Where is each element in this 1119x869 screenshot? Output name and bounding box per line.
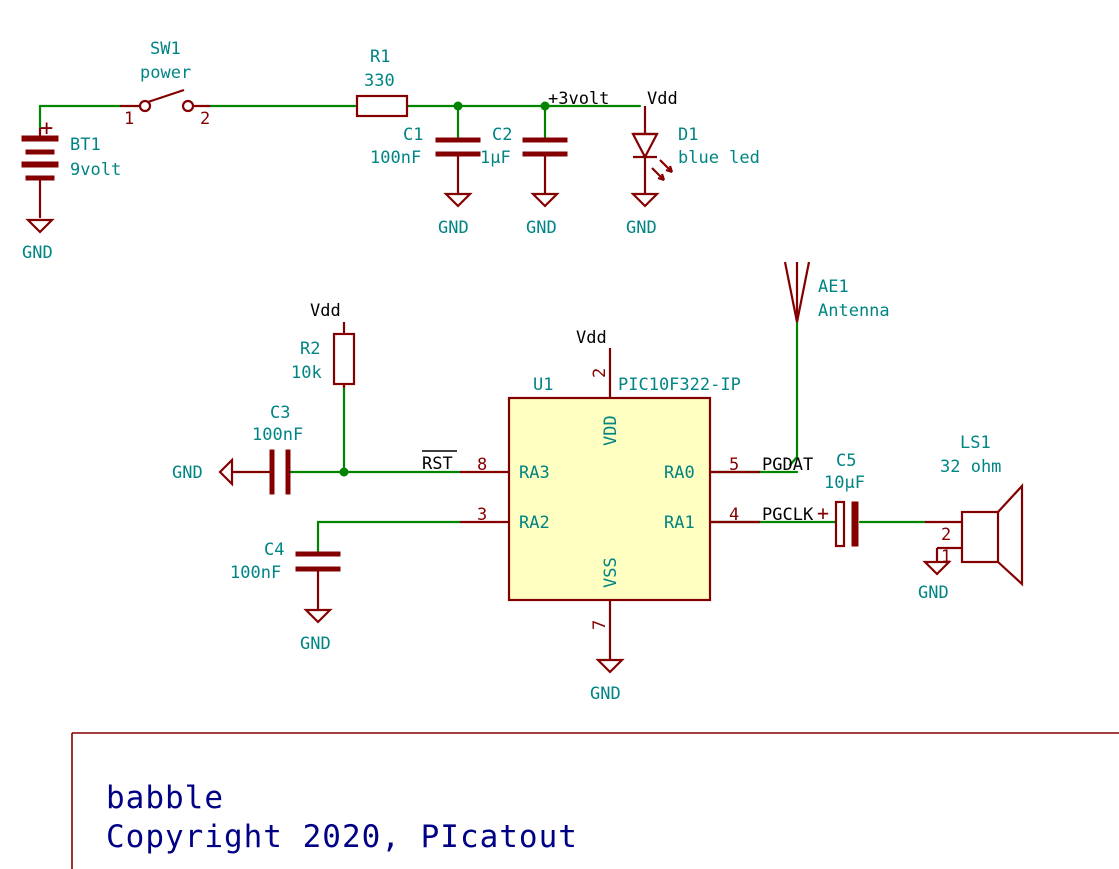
led-d1: D1 blue led [631, 106, 760, 194]
u1-pin-vdd-num: 2 [590, 368, 610, 378]
gnd-symbol-bt1: GND [22, 218, 55, 263]
c3-value: 100nF [252, 425, 303, 445]
ls1-ref: LS1 [960, 433, 991, 453]
net-label-pgclk: PGCLK [762, 505, 814, 525]
u1-pin-ra2-name: RA2 [519, 513, 550, 533]
c5-ref: C5 [836, 451, 856, 471]
wire-antenna-pgdat [788, 320, 799, 467]
gnd-label-u1: GND [590, 684, 621, 704]
net-label-vdd-r2: Vdd [310, 301, 341, 321]
copyright-text: Copyright 2020, PIcatout [106, 819, 578, 855]
battery-plate-3 [21, 161, 59, 168]
capacitor-c2: C2 1µF [480, 125, 568, 194]
bt1-ref: BT1 [70, 135, 101, 155]
battery-plate-4 [25, 175, 55, 181]
u1-pin-vdd-name: VDD [601, 415, 621, 446]
gnd-label-d1: GND [626, 218, 657, 238]
c3-ref: C3 [270, 403, 290, 423]
capacitor-c5: + C5 10µF [817, 451, 865, 548]
bt1-value: 9volt [70, 160, 121, 180]
ls1-pin1: 1 [941, 547, 951, 567]
gnd-label-c2: GND [526, 218, 557, 238]
gnd-label-c4: GND [300, 634, 331, 654]
net-label-3volt: +3volt [548, 89, 609, 109]
sw1-pin1: 1 [124, 109, 134, 129]
title-block: babble Copyright 2020, PIcatout [71, 732, 1119, 869]
sw1-ref: SW1 [150, 39, 181, 59]
battery-plate-2 [25, 149, 55, 155]
gnd-symbol-c2: GND [526, 192, 560, 238]
ae1-ref: AE1 [818, 277, 849, 297]
gnd-label-ls1: GND [918, 583, 949, 603]
gnd-symbol-c1: GND [438, 192, 473, 238]
gnd-symbol-ls1: GND [918, 560, 952, 603]
c2-ref: C2 [492, 125, 512, 145]
c5-value: 10µF [824, 473, 865, 493]
junction-c2 [540, 101, 550, 111]
junction-rst [339, 467, 349, 477]
c1-ref: C1 [403, 125, 423, 145]
r2-ref: R2 [300, 339, 320, 359]
battery-plus-sign: + [40, 116, 53, 141]
battery-bt1: + BT1 9volt [21, 116, 121, 218]
u1-value: PIC10F322-IP [618, 375, 741, 395]
speaker-ls1: 2 1 LS1 32 ohm [925, 433, 1024, 587]
u1-pin-ra0-name: RA0 [664, 463, 695, 483]
gnd-symbol-c4: GND [300, 608, 333, 654]
gnd-symbol-u1: GND [590, 658, 625, 704]
u1-ref: U1 [533, 375, 553, 395]
net-label-vdd-d1: Vdd [647, 89, 678, 109]
switch-sw1: 1 2 SW1 power [120, 39, 210, 129]
ae1-value: Antenna [818, 301, 890, 321]
r1-ref: R1 [370, 47, 390, 67]
gnd-label-c3: GND [172, 463, 203, 483]
sw1-pin2: 2 [200, 109, 210, 129]
c5-plus-sign: + [817, 501, 829, 525]
d1-ref: D1 [678, 125, 698, 145]
resistor-r1: R1 330 [355, 47, 409, 118]
u1-pin-ra1-name: RA1 [664, 513, 695, 533]
u1-pin-ra3-name: RA3 [519, 463, 550, 483]
net-label-rst: RST [422, 454, 453, 474]
u1-pin-vss-num: 7 [590, 620, 610, 630]
net-label-pgdat: PGDAT [762, 455, 813, 475]
ic-u1: U1 PIC10F322-IP RA3 RA2 RA0 RA1 VDD VSS … [460, 348, 760, 660]
antenna-ae1: AE1 Antenna [783, 261, 890, 323]
project-title: babble [106, 780, 224, 816]
r2-value: 10k [291, 363, 322, 383]
c4-ref: C4 [264, 540, 284, 560]
gnd-label-c1: GND [438, 218, 469, 238]
capacitor-c1: C1 100nF [370, 125, 481, 194]
wires [38, 104, 927, 554]
u1-pin-ra1-num: 4 [729, 505, 739, 525]
u1-pin-ra0-num: 5 [729, 455, 739, 475]
net-label-vdd-u1: Vdd [576, 328, 607, 348]
gnd-symbol-d1: GND [626, 192, 660, 238]
capacitor-c3: C3 100nF [232, 403, 303, 495]
c1-value: 100nF [370, 148, 421, 168]
c4-value: 100nF [230, 563, 281, 583]
junction-c1 [453, 101, 463, 111]
resistor-r2: Vdd R2 10k [291, 301, 356, 388]
gnd-symbol-c3: GND [172, 457, 234, 487]
gnd-label-bt1: GND [22, 243, 53, 263]
c2-value: 1µF [480, 148, 511, 168]
u1-pin-vss-name: VSS [601, 557, 621, 588]
r1-value: 330 [364, 71, 395, 91]
sw1-value: power [140, 63, 191, 83]
d1-value: blue led [678, 148, 760, 168]
ls1-pin2: 2 [941, 525, 951, 545]
u1-pin-ra3-num: 8 [477, 455, 487, 475]
capacitor-c4: C4 100nF [230, 540, 341, 610]
u1-pin-ra2-num: 3 [477, 505, 487, 525]
ls1-value: 32 ohm [940, 457, 1001, 477]
